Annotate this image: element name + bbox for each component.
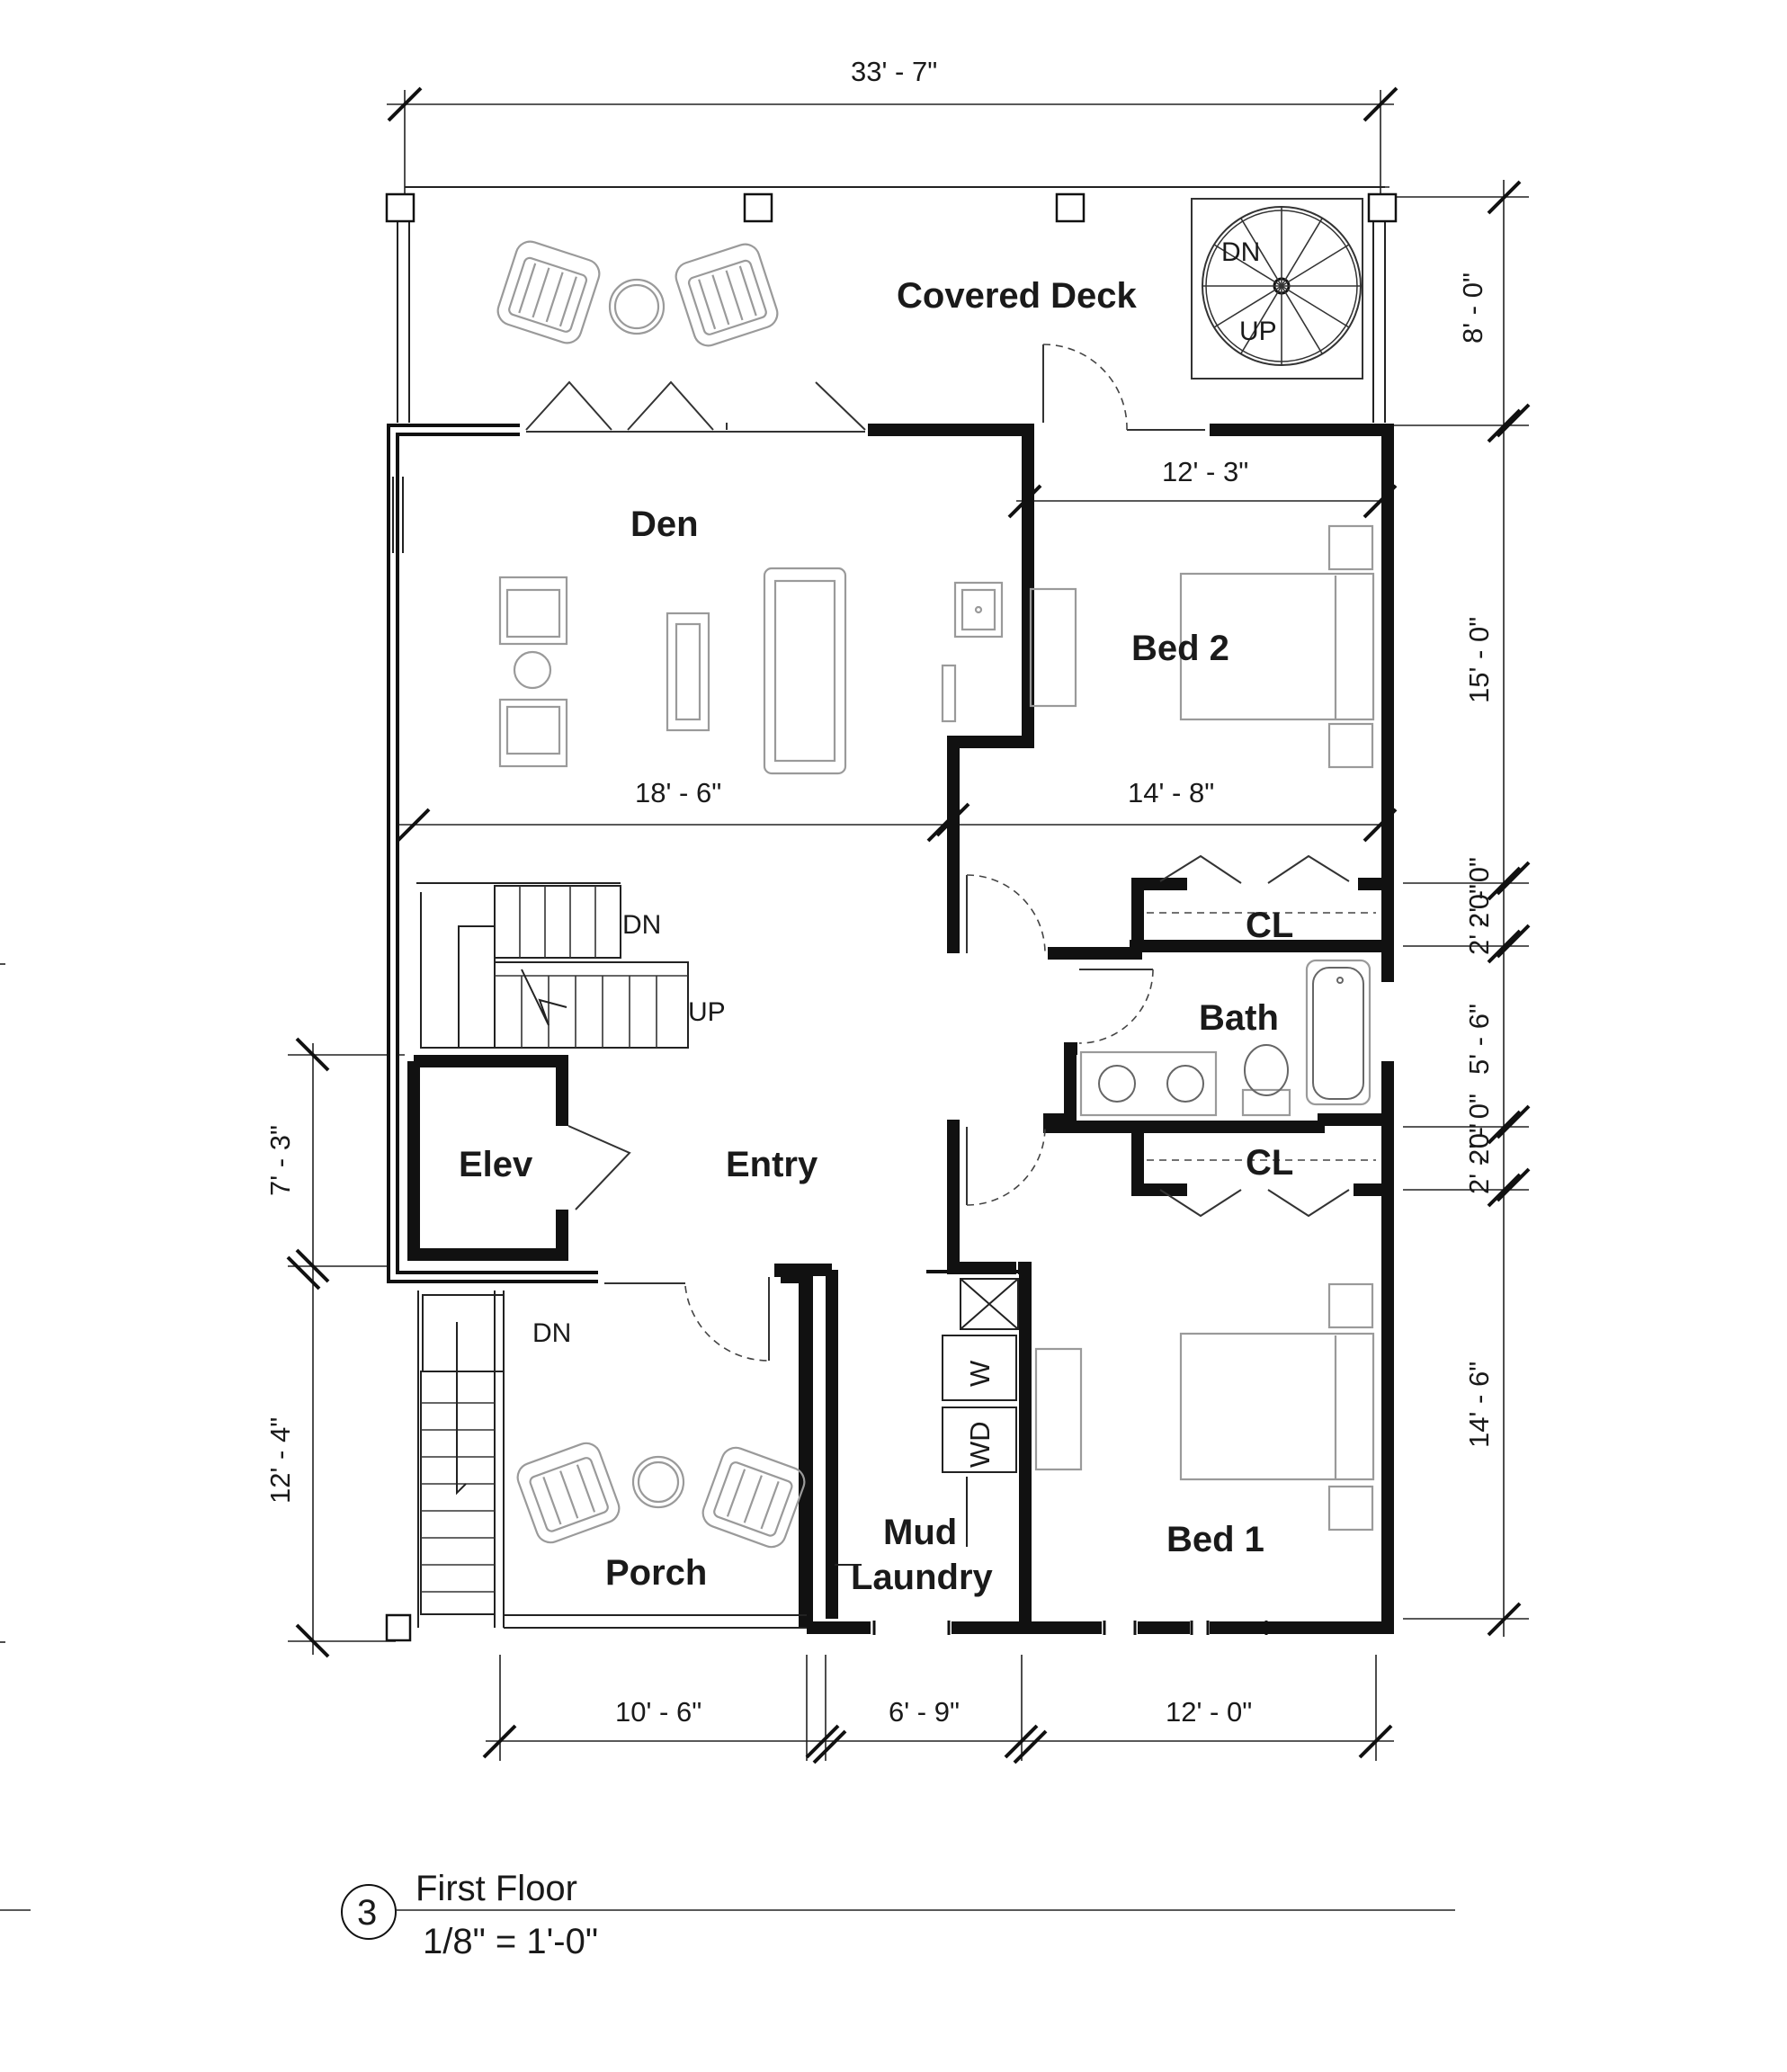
dryer: WD bbox=[942, 1407, 1017, 1473]
den-armchair bbox=[498, 698, 568, 768]
porch-chair bbox=[701, 1446, 806, 1549]
bed1-bed bbox=[1179, 1332, 1375, 1481]
deck-post bbox=[1367, 192, 1398, 223]
room-label-bed1: Bed 1 bbox=[1166, 1520, 1264, 1559]
vanity bbox=[1079, 1050, 1218, 1117]
room-label-bath: Bath bbox=[1199, 998, 1279, 1038]
dim-right-cl-lower: 2' - 0" bbox=[1463, 1094, 1495, 1165]
room-label-porch: Porch bbox=[605, 1553, 707, 1593]
room-label-laundry: Laundry bbox=[851, 1558, 994, 1597]
den-armchair bbox=[498, 576, 568, 646]
den-sofa bbox=[763, 567, 847, 775]
spiral-up-label: UP bbox=[1239, 317, 1277, 346]
entry-door bbox=[604, 1277, 770, 1362]
room-label-elev: Elev bbox=[459, 1145, 533, 1184]
dim-overall-width: 33' - 7" bbox=[851, 56, 937, 87]
porch-table bbox=[631, 1455, 685, 1509]
closet-upper bbox=[1147, 854, 1376, 914]
room-label-cl-upper: CL bbox=[1246, 906, 1293, 945]
room-label-covered-deck: Covered Deck bbox=[897, 276, 1138, 316]
plan-title: First Floor bbox=[415, 1869, 577, 1908]
dim-left-porch: 12' - 4" bbox=[264, 1417, 296, 1504]
bed1-nightstand bbox=[1327, 1485, 1374, 1532]
covered-deck-area bbox=[385, 186, 1398, 423]
spiral-staircase: DN UP bbox=[1191, 198, 1363, 380]
deck-table bbox=[608, 278, 666, 335]
elevator-door bbox=[567, 1125, 631, 1210]
bed2-nightstand bbox=[1327, 524, 1374, 571]
deck-chair bbox=[675, 243, 779, 347]
washer: W bbox=[942, 1335, 1017, 1401]
porch-staircase: DN bbox=[420, 1294, 571, 1615]
dryer-label: WD bbox=[964, 1421, 996, 1468]
laundry-sink bbox=[926, 1270, 1019, 1330]
deck-chair bbox=[496, 240, 601, 344]
washer-label: W bbox=[964, 1360, 996, 1387]
closet-lower bbox=[1147, 1159, 1376, 1218]
dim-right-bed1: 14' - 6" bbox=[1463, 1362, 1495, 1448]
room-label-cl-lower: CL bbox=[1246, 1143, 1293, 1183]
den-side-table bbox=[513, 650, 552, 690]
dim-bottom-porch: 10' - 6" bbox=[615, 1696, 701, 1728]
main-stair-dn-label: DN bbox=[622, 910, 661, 940]
den-sink bbox=[953, 581, 1004, 639]
bed2-door bbox=[966, 874, 1046, 954]
deck-door bbox=[1042, 344, 1205, 431]
view-title-block: 3 First Floor 1/8" = 1'-0" bbox=[341, 1869, 1455, 1961]
porch-post bbox=[385, 1613, 412, 1642]
deck-post bbox=[743, 192, 773, 223]
bed2-nightstand bbox=[1327, 722, 1374, 769]
bed1-dresser bbox=[1034, 1347, 1083, 1471]
deck-post bbox=[1055, 192, 1086, 223]
main-stair-up-label: UP bbox=[688, 997, 726, 1027]
dim-right-cl-upper-b: 2' - 0" bbox=[1463, 884, 1495, 955]
dim-right-bed2: 15' - 0" bbox=[1463, 617, 1495, 703]
dim-left-elev: 7' - 3" bbox=[264, 1125, 296, 1196]
bottom-windows bbox=[872, 1621, 1268, 1635]
dim-deck-depth: 8' - 0" bbox=[1457, 272, 1488, 344]
dim-bed2-width: 14' - 8" bbox=[1128, 777, 1214, 808]
dimension-lines bbox=[0, 86, 1531, 1911]
bed2-dresser bbox=[1029, 587, 1077, 708]
toilet bbox=[1241, 1044, 1291, 1117]
main-staircase: DN UP bbox=[458, 885, 726, 1049]
room-label-mud: Mud bbox=[883, 1513, 957, 1552]
room-label-bed2: Bed 2 bbox=[1131, 629, 1229, 668]
bath-door bbox=[1078, 969, 1154, 1044]
bed2-bed bbox=[1179, 572, 1375, 721]
dim-den-width: 18' - 6" bbox=[635, 777, 721, 808]
bed1-nightstand bbox=[1327, 1282, 1374, 1329]
dim-right-cl-upper: 2' - 0" bbox=[1463, 857, 1495, 928]
dim-bottom-bed1: 12' - 0" bbox=[1166, 1696, 1252, 1728]
view-number: 3 bbox=[357, 1893, 377, 1933]
view-number-bubble bbox=[341, 1884, 397, 1940]
room-label-entry: Entry bbox=[726, 1145, 818, 1184]
dim-right-cl-lower-b: 2' - 0" bbox=[1463, 1123, 1495, 1194]
dim-bottom-mud: 6' - 9" bbox=[889, 1696, 960, 1728]
den-window bbox=[392, 477, 404, 553]
bathtub bbox=[1305, 959, 1372, 1106]
spiral-dn-label: DN bbox=[1221, 237, 1260, 267]
den-counter bbox=[941, 664, 957, 723]
dim-right-bath: 5' - 6" bbox=[1463, 1004, 1495, 1075]
porch-chair bbox=[516, 1442, 621, 1544]
bifold-door bbox=[525, 380, 866, 433]
porch-stair-dn-label: DN bbox=[532, 1318, 571, 1348]
plan-scale: 1/8" = 1'-0" bbox=[423, 1922, 598, 1961]
bed1-door bbox=[966, 1126, 1046, 1206]
walls bbox=[385, 424, 1394, 1642]
den-coffee-table bbox=[666, 612, 710, 732]
room-label-den: Den bbox=[630, 505, 699, 544]
dim-bed2-width-top: 12' - 3" bbox=[1162, 456, 1248, 487]
deck-post bbox=[385, 192, 415, 223]
